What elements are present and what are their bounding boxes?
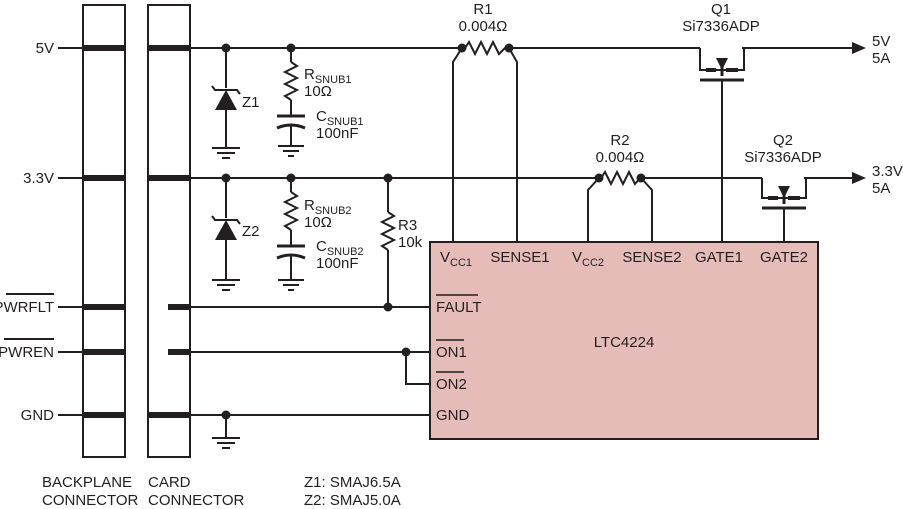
snubber-2 [276,173,306,291]
zener-z1-label: Z1 [242,94,260,111]
left-stubs [58,47,83,416]
rsnub1-value: 10Ω [304,83,332,100]
pin-gate2: GATE2 [760,249,808,266]
pin-vcc2: VCC2 [572,249,604,269]
pin-on2: ON2 [436,376,467,393]
q1-part: Si7336ADP [682,18,760,35]
zener-z2-label: Z2 [242,223,260,240]
q2-label: Q2 [773,132,793,149]
backplane-connector [82,4,126,458]
r3-label: R3 [398,217,417,234]
csnub2-label: CSNUB2 [316,238,364,258]
rail-5v-label: 5V [36,40,54,57]
pwrflt-label: PWRFLT [0,299,54,316]
r1-label: R1 [473,1,492,18]
ltc4224-ic [429,241,819,440]
card-connector [147,4,191,458]
out-3v3-current: 5A [872,180,890,197]
rsnub2-value: 10Ω [304,214,332,231]
pin-sense2: SENSE2 [622,249,681,266]
zener-z2 [211,173,241,291]
r2-value: 0.004Ω [596,149,645,166]
snubber-1 [276,43,306,157]
backplane-label-1: BACKPLANE [42,474,132,491]
card-label-2: CONNECTOR [148,492,245,509]
control-wires [190,306,430,449]
r2-label: R2 [610,132,629,149]
backplane-label-2: CONNECTOR [42,492,139,509]
r3-value: 10k [398,234,423,251]
pwren-label: PWREN [0,344,54,361]
r1-value: 0.004Ω [459,18,508,35]
csnub2-value: 100nF [316,255,359,272]
q1-label: Q1 [711,1,731,18]
rail-3v3-label: 3.3V [23,170,54,187]
mosfet-q2 [761,178,807,242]
pin-on1: ON1 [436,344,467,361]
pin-sense1: SENSE1 [490,249,549,266]
gnd-label: GND [21,407,55,424]
resistor-r2 [587,169,653,242]
pin-fault: FAULT [436,299,482,316]
out-5v-label: 5V [872,33,890,50]
rsnub2-label: RSNUB2 [304,197,352,217]
rail-5v-wire [190,42,866,54]
connector-pins [83,45,190,418]
out-5v-current: 5A [872,50,890,67]
pin-gnd: GND [436,407,470,424]
zener-z1 [211,43,241,159]
csnub1-label: CSNUB1 [316,108,364,128]
zener-note-2: Z2: SMAJ5.0A [304,492,401,509]
resistor-r1 [452,39,518,242]
resistor-r3 [379,173,397,312]
q2-part: Si7336ADP [744,149,822,166]
out-3v3-label: 3.3V [872,163,903,180]
pin-gate1: GATE1 [695,249,743,266]
zener-note-1: Z1: SMAJ6.5A [304,474,401,491]
card-label-1: CARD [148,474,191,491]
rsnub1-label: RSNUB1 [304,66,352,86]
mosfet-q1 [699,48,745,242]
pin-vcc1: VCC1 [440,249,472,269]
ic-name: LTC4224 [594,334,655,351]
csnub1-value: 100nF [316,125,359,142]
